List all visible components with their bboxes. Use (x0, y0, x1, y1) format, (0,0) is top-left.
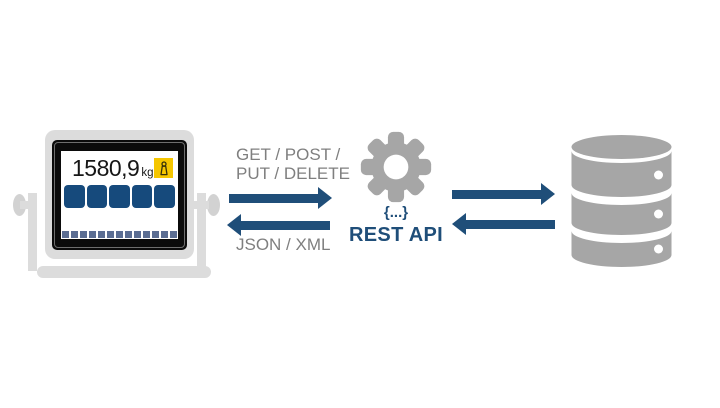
weight-alert-badge (154, 158, 173, 178)
weight-unit: kg (141, 167, 154, 179)
taskbar-segment (80, 231, 87, 238)
gear-icon (360, 131, 432, 203)
terminal-right-post (197, 193, 206, 271)
api-to-database-arrowhead (541, 183, 555, 205)
terminal-left-post (28, 193, 37, 271)
response-format-label: JSON / XML (236, 235, 331, 254)
test-weight-icon (159, 160, 168, 175)
taskbar-segment (170, 231, 177, 238)
api-to-database-arrow (452, 190, 541, 199)
softkey-button (131, 185, 153, 208)
api-to-terminal-arrowhead (227, 214, 241, 236)
taskbar-segment (62, 231, 69, 238)
softkey-row (64, 185, 175, 208)
taskbar-segment (116, 231, 123, 238)
terminal-left-knob (13, 194, 26, 216)
softkey-button (154, 185, 175, 208)
taskbar-segment (107, 231, 114, 238)
api-title: REST API (349, 224, 443, 246)
terminal-base (37, 266, 211, 278)
softkey-button (64, 185, 85, 208)
taskbar-segment (71, 231, 78, 238)
softkey-button (109, 185, 130, 208)
request-methods-label: GET / POST / PUT / DELETE (236, 145, 350, 183)
database-to-api-arrow (466, 220, 555, 229)
softkey-button (86, 185, 108, 208)
taskbar-segment (125, 231, 132, 238)
terminal-left-mount (20, 201, 34, 209)
terminal-right-knob (207, 194, 220, 216)
api-braces-symbol: {...} (383, 204, 409, 221)
weight-value: 1580,9 (72, 155, 140, 181)
taskbar-segment (134, 231, 141, 238)
taskbar-segment (98, 231, 105, 238)
screen-taskbar (62, 231, 177, 238)
bezel-pinstripe (54, 142, 185, 248)
request-methods-line1: GET / POST / (236, 145, 341, 164)
request-methods-line2: PUT / DELETE (236, 164, 350, 183)
taskbar-segment (152, 231, 159, 238)
taskbar-segment (143, 231, 150, 238)
terminal-to-api-arrow (229, 194, 318, 203)
database-icon (571, 135, 672, 267)
terminal-to-api-arrowhead (318, 187, 332, 209)
taskbar-segment (89, 231, 96, 238)
api-to-terminal-arrow (241, 221, 330, 230)
taskbar-segment (161, 231, 168, 238)
database-to-api-arrowhead (452, 213, 466, 235)
